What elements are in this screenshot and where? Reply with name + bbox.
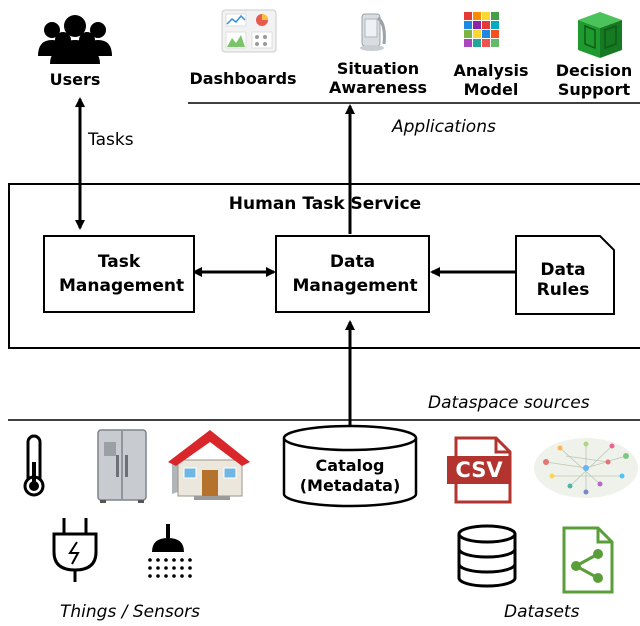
shower-icon bbox=[148, 524, 192, 578]
thermometer-icon bbox=[23, 434, 45, 497]
catalog-label: Catalog (Metadata) bbox=[299, 456, 401, 495]
csv-text: CSV bbox=[455, 458, 503, 482]
task-management-box: Task Management bbox=[43, 235, 195, 313]
human-task-service-box bbox=[8, 183, 640, 349]
data-rules-label: Data Rules bbox=[536, 260, 590, 300]
phone-icon bbox=[360, 13, 386, 51]
dashboard-icon bbox=[221, 9, 277, 53]
dataspace-sources-caption: Dataspace sources bbox=[428, 393, 590, 413]
csv-file-icon bbox=[447, 436, 512, 504]
service-title: Human Task Service bbox=[228, 194, 422, 214]
applications-caption: Applications bbox=[392, 117, 496, 137]
data-rules-shape bbox=[515, 235, 615, 315]
tasks-label: Tasks bbox=[88, 130, 134, 150]
house-icon bbox=[168, 430, 250, 500]
datasets-caption: Datasets bbox=[504, 602, 580, 622]
cube-icon bbox=[464, 12, 499, 47]
app-label-situation-awareness: Situation Awareness bbox=[329, 59, 427, 97]
green-cube-icon bbox=[578, 12, 622, 58]
share-sheet-icon bbox=[562, 526, 614, 594]
database-icon bbox=[457, 524, 517, 588]
users-label: Users bbox=[49, 70, 101, 89]
task-management-label: Task Management bbox=[59, 252, 185, 296]
things-sensors-caption: Things / Sensors bbox=[60, 602, 200, 622]
network-graph-icon bbox=[534, 438, 638, 498]
users-icon bbox=[38, 15, 112, 64]
data-management-label: Data Management bbox=[292, 252, 418, 296]
app-label-analysis-model: Analysis Model bbox=[453, 61, 529, 99]
catalog-cylinder bbox=[282, 424, 418, 508]
plug-icon bbox=[52, 518, 98, 582]
fridge-icon bbox=[97, 429, 147, 503]
app-label-decision-support: Decision Support bbox=[555, 61, 633, 99]
data-management-box: Data Management bbox=[275, 235, 430, 313]
app-label-dashboards: Dashboards bbox=[189, 69, 297, 88]
